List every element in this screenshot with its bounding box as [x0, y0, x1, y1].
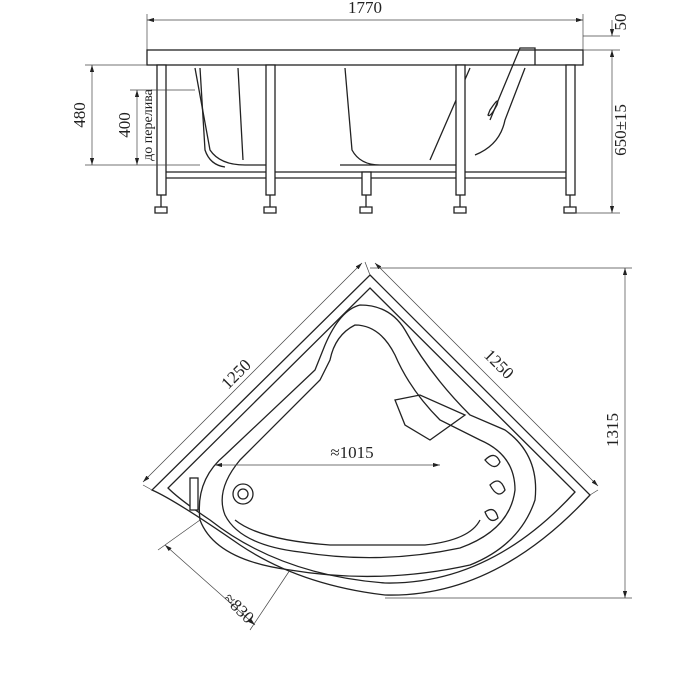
inner-width-label: ≈830	[220, 589, 258, 627]
total-height-label: 480	[70, 102, 89, 128]
tub-body	[194, 47, 536, 166]
overflow-caption: до перелива	[141, 88, 156, 160]
rim-height-label: 50	[611, 14, 630, 31]
leg-height-label: 650±15	[611, 104, 630, 156]
side-view: 1770 50 650±15 480 400 до перелива	[70, 0, 630, 214]
plan-view: 1250 1250 ≈1015 1315 ≈830	[142, 261, 632, 631]
left-side-label: 1250	[217, 355, 254, 392]
drain-icon	[232, 483, 254, 505]
right-side-label: 1250	[480, 345, 517, 382]
inner-length-label: ≈1015	[330, 443, 373, 462]
legs	[154, 64, 577, 214]
tub-outline	[150, 274, 591, 596]
tub-rim	[146, 49, 584, 66]
overflow-height-label: 400	[115, 112, 134, 138]
depth-label: 1315	[603, 413, 622, 447]
length-label: 1770	[348, 0, 382, 17]
